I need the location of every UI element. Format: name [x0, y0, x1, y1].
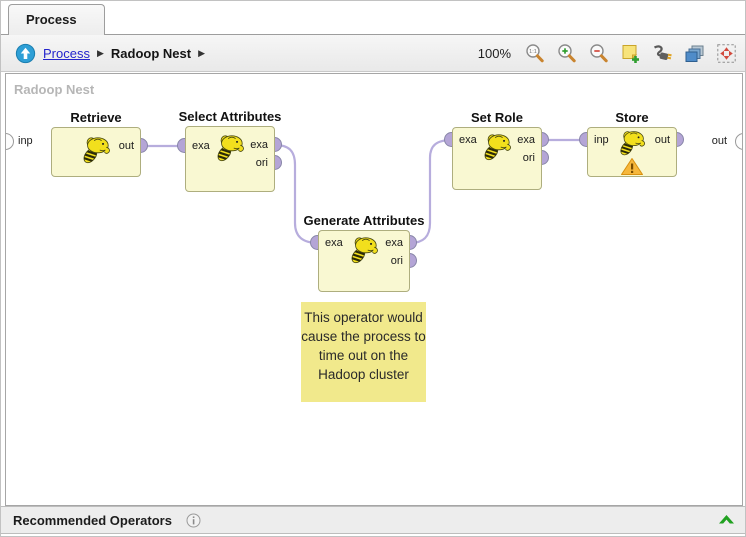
recommended-operators-title: Recommended Operators [13, 512, 172, 528]
port-label-out: out [118, 140, 134, 152]
breadcrumb: Process ▶ Radoop Nest ▶ [1, 43, 205, 64]
operator-title: Store [615, 110, 649, 125]
svg-text:1:1: 1:1 [529, 49, 537, 55]
port-label-ori: ori [390, 255, 403, 267]
port-label-ori: ori [522, 152, 535, 164]
chevron-up-icon [719, 515, 734, 524]
operator-body[interactable]: exa exa ori [318, 230, 410, 292]
port-label-exa: exa [192, 140, 210, 152]
process-note[interactable]: This operator would cause the process to… [301, 302, 426, 402]
canvas-output-port[interactable] [735, 133, 742, 150]
operator-set-role[interactable]: Set Role exa exa ori [452, 110, 542, 190]
expand-panel-button[interactable] [718, 514, 745, 526]
navigate-up-icon[interactable] [15, 43, 36, 64]
operator-body[interactable]: exa exa ori [185, 126, 275, 192]
port-label-exa: exa [459, 134, 477, 146]
zoom-reset-icon[interactable]: 1:1 [524, 43, 545, 64]
operator-title: Generate Attributes [303, 213, 425, 228]
zoom-level: 100% [477, 45, 511, 61]
process-canvas[interactable]: Radoop Nest inp out Retrieve [5, 73, 743, 506]
hive-elephant-icon [215, 133, 245, 163]
breadcrumb-item-radoop-nest[interactable]: Radoop Nest [110, 45, 192, 61]
warning-icon [621, 158, 643, 175]
hive-elephant-icon [349, 235, 379, 265]
operator-body[interactable]: out [51, 127, 141, 177]
operator-title: Set Role [470, 110, 524, 125]
breadcrumb-separator: ▶ [198, 47, 205, 58]
auto-wire-icon[interactable] [652, 43, 673, 64]
operator-retrieve[interactable]: Retrieve out [51, 110, 141, 177]
tab-process[interactable]: Process [8, 4, 105, 35]
operator-body[interactable]: inp out [587, 127, 677, 177]
port-label-exa: exa [325, 237, 343, 249]
operator-body[interactable]: exa exa ori [452, 127, 542, 190]
canvas-output-port-label: out [711, 135, 727, 147]
canvas-input-port[interactable] [6, 133, 14, 150]
zoom-out-icon[interactable] [588, 43, 609, 64]
info-icon[interactable] [186, 513, 201, 528]
operator-store[interactable]: Store inp out [587, 110, 677, 177]
subprocess-name-label: Radoop Nest [14, 82, 95, 97]
operator-title: Retrieve [70, 110, 122, 125]
operator-title: Select Attributes [178, 109, 282, 124]
zoom-in-icon[interactable] [556, 43, 577, 64]
port-label-out: out [654, 134, 670, 146]
auto-arrange-icon[interactable] [716, 43, 737, 64]
recommended-operators-bar[interactable]: Recommended Operators [1, 506, 745, 534]
port-label-exa: exa [250, 139, 268, 151]
port-label-ori: ori [255, 157, 268, 169]
layers-icon[interactable] [684, 43, 705, 64]
canvas-toolbar: 100% 1:1 [477, 43, 745, 64]
breadcrumb-item-process[interactable]: Process [43, 45, 90, 61]
hive-elephant-icon [482, 132, 512, 162]
canvas-input-port-label: inp [18, 135, 33, 147]
operator-select-attributes[interactable]: Select Attributes exa exa ori [179, 109, 281, 192]
add-note-icon[interactable] [620, 43, 641, 64]
port-label-exa: exa [385, 237, 403, 249]
breadcrumb-separator: ▶ [96, 47, 104, 58]
hive-elephant-icon [81, 135, 111, 165]
port-label-exa: exa [517, 134, 535, 146]
breadcrumb-toolbar-bar: Process ▶ Radoop Nest ▶ 100% 1:1 [1, 34, 745, 72]
port-label-inp: inp [594, 134, 609, 146]
operator-generate-attributes[interactable]: Generate Attributes exa exa ori [304, 213, 424, 292]
hive-elephant-icon [618, 129, 646, 157]
